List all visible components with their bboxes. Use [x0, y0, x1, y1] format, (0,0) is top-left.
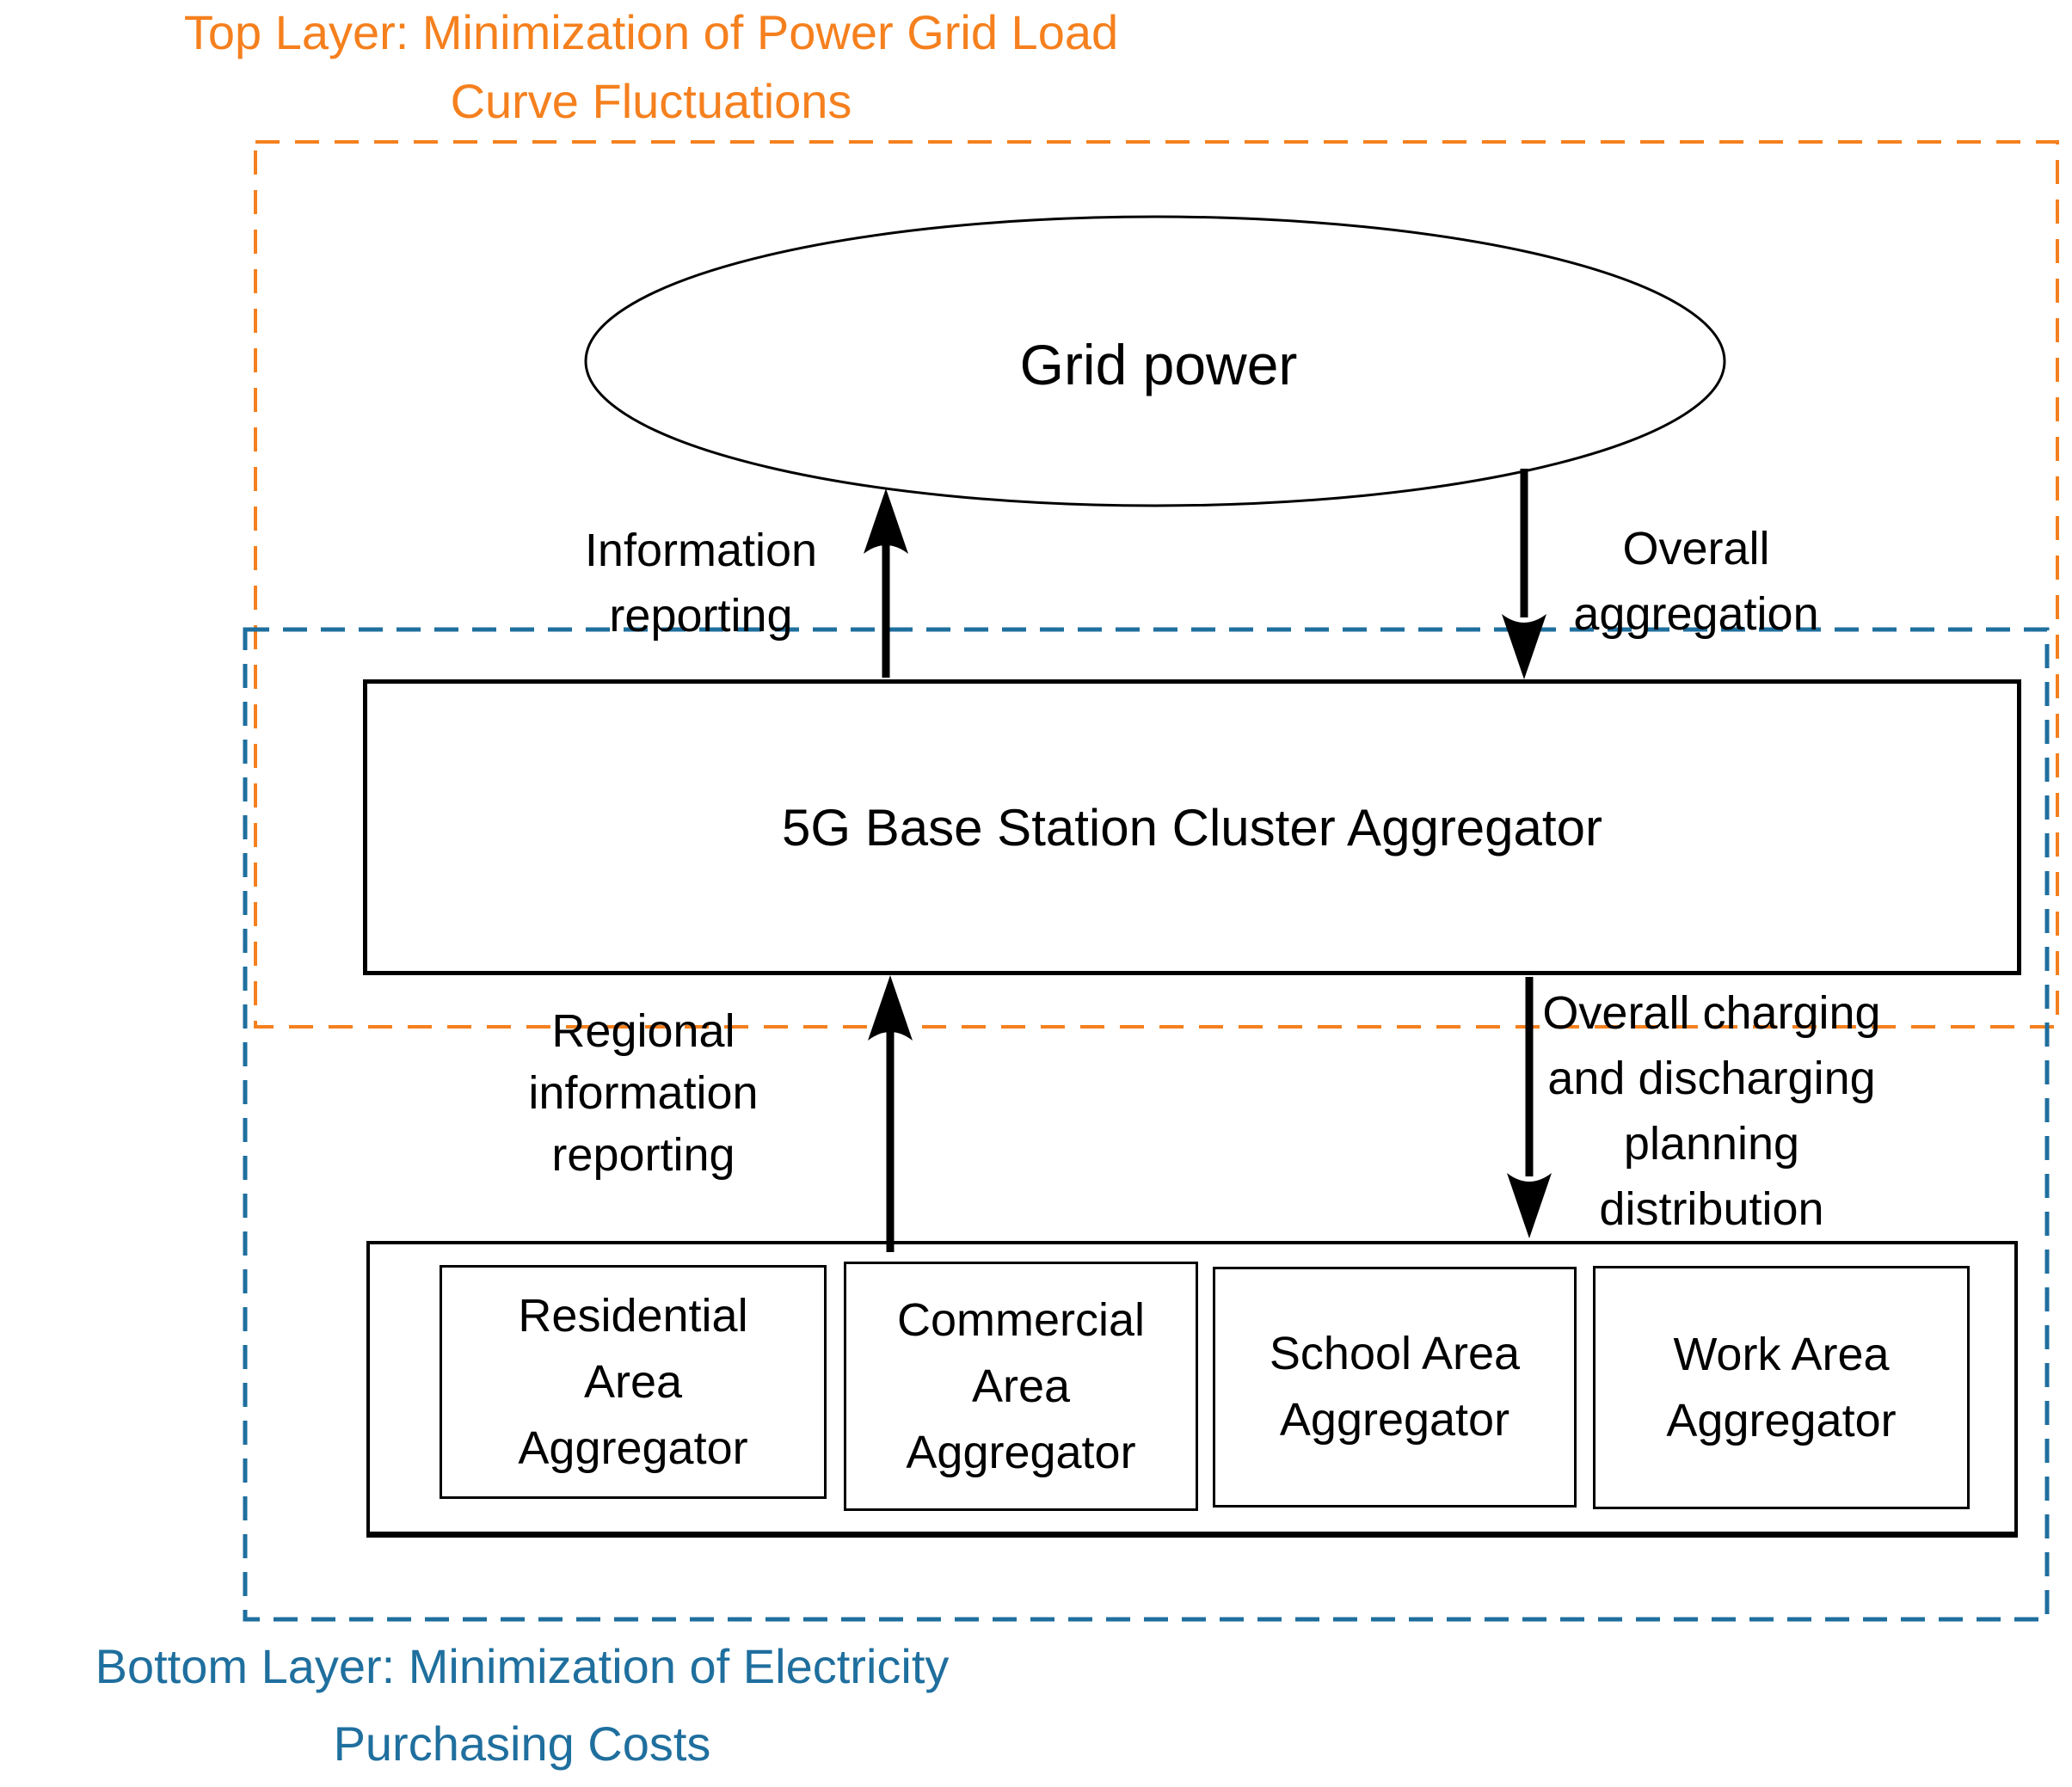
- commercial-area-aggregator-box: Commercial Area Aggregator: [844, 1262, 1198, 1511]
- grid-power-label: Grid power: [1019, 333, 1298, 396]
- regional-information-reporting-label: Regional information reporting: [528, 1005, 759, 1181]
- bottom-layer-boundary: [243, 627, 2050, 1622]
- bottom-layer-title: Bottom Layer: Minimization of Electricit…: [6, 1628, 1038, 1783]
- work-area-aggregator-box: Work Area Aggregator: [1593, 1266, 1970, 1509]
- overall-aggregation-label: Overall aggregation: [1573, 523, 1819, 640]
- bottom-layer-title-line1: Bottom Layer: Minimization of Electricit…: [95, 1639, 950, 1693]
- school-area-aggregator-label: School Area Aggregator: [1269, 1328, 1521, 1446]
- commercial-area-aggregator-label: Commercial Area Aggregator: [896, 1293, 1146, 1478]
- base-station-cluster-aggregator-box: 5G Base Station Cluster Aggregator: [363, 679, 2021, 975]
- area-aggregators-container: [366, 1241, 2018, 1538]
- residential-area-aggregator-box: Residential Area Aggregator: [440, 1265, 827, 1499]
- work-area-aggregator-label: Work Area Aggregator: [1666, 1328, 1897, 1446]
- overall-charging-label: Overall charging and discharging plannin…: [1542, 987, 1881, 1235]
- information-reporting-label: Information reporting: [584, 525, 818, 642]
- grid-power-ellipse: [584, 215, 1726, 507]
- school-area-aggregator-box: School Area Aggregator: [1213, 1267, 1577, 1508]
- top-layer-title-line1: Top Layer: Minimization of Power Grid Lo…: [183, 5, 1119, 59]
- bottom-layer-title-line2: Purchasing Costs: [333, 1716, 711, 1771]
- top-layer-title-line2: Curve Fluctuations: [450, 74, 852, 128]
- base-station-cluster-aggregator-label: 5G Base Station Cluster Aggregator: [782, 798, 1602, 857]
- residential-area-aggregator-label: Residential Area Aggregator: [518, 1289, 748, 1474]
- top-layer-title: Top Layer: Minimization of Power Grid Lo…: [135, 0, 1167, 136]
